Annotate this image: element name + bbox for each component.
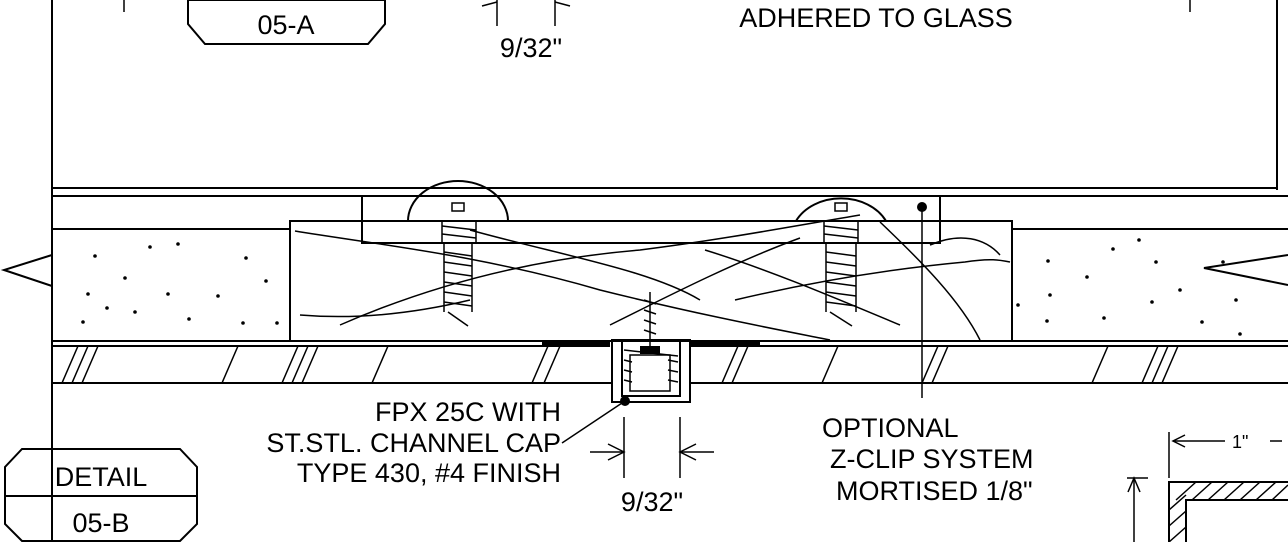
- inset-detail: 1": [1127, 432, 1288, 542]
- top-dimension-label: 9/32": [500, 33, 562, 63]
- substrate-band: [0, 228, 1288, 342]
- top-tag: 05-A: [187, 0, 386, 45]
- fpx-note-line3: TYPE 430, #4 FINISH: [297, 458, 561, 488]
- inset-dimension-label: 1": [1232, 432, 1248, 452]
- zclip-note-line3: MORTISED 1/8": [836, 476, 1033, 506]
- bottom-dimension-label: 9/32": [621, 487, 683, 517]
- zclip-note: OPTIONAL Z-CLIP SYSTEM MORTISED 1/8": [822, 413, 1034, 506]
- z-clip-plate: [361, 195, 941, 244]
- tile-strip: [51, 340, 1288, 404]
- wall-frame: [51, 0, 1288, 542]
- detail-tag-title: DETAIL: [55, 462, 148, 492]
- detail-tag-number: 05-B: [72, 508, 129, 538]
- fpx-note: FPX 25C WITH ST.STL. CHANNEL CAP TYPE 43…: [266, 397, 561, 488]
- top-tag-label: 05-A: [257, 10, 314, 40]
- detail-tag: DETAIL 05-B: [4, 448, 198, 542]
- zclip-note-line2: Z-CLIP SYSTEM: [830, 444, 1034, 474]
- channel-leader: [561, 400, 626, 444]
- bottom-dimension: 9/32": [590, 417, 714, 517]
- fpx-note-line1: FPX 25C WITH: [375, 397, 561, 427]
- screws: [407, 180, 887, 346]
- channel-cap: [611, 339, 691, 403]
- top-dimension: 9/32": [481, 0, 571, 63]
- fpx-note-line2: ST.STL. CHANNEL CAP: [266, 428, 561, 458]
- top-note: ADHERED TO GLASS: [739, 3, 1013, 33]
- zclip-note-line1: OPTIONAL: [822, 413, 959, 443]
